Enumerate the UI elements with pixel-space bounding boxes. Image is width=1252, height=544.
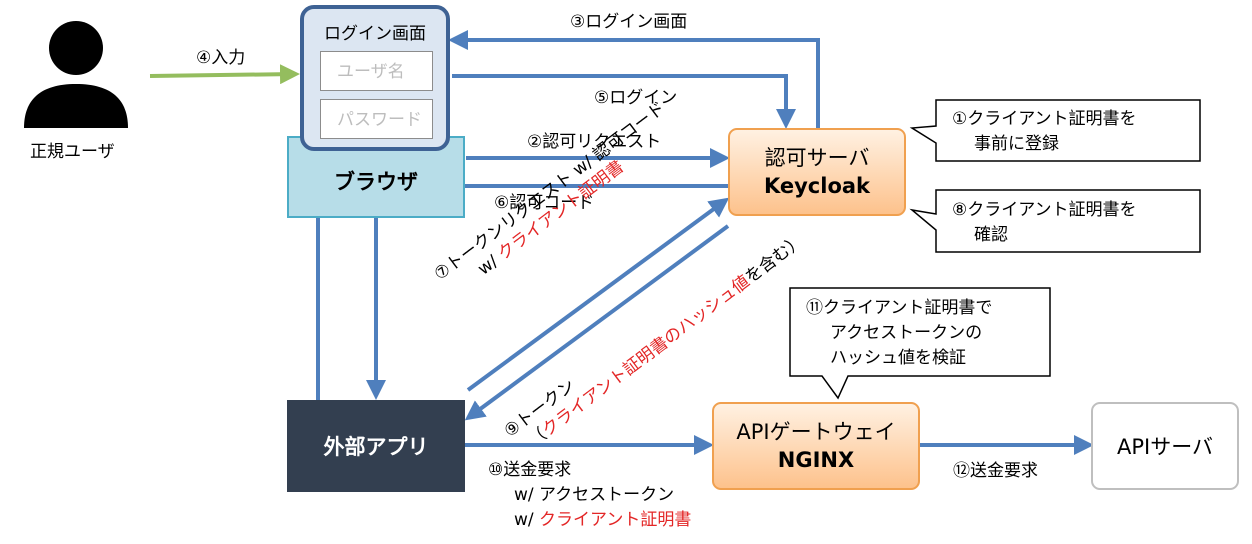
api-gateway-box: APIゲートウェイ NGINX <box>712 402 920 490</box>
arrow-login <box>452 74 796 129</box>
step-transfer-title: ⑩送金要求 <box>488 460 572 480</box>
callout-11-shape <box>789 287 1051 400</box>
step-input-label: ④入力 <box>196 48 246 68</box>
arrow-login-screen <box>448 30 820 128</box>
arrow-input <box>149 64 300 85</box>
step-auth-code-label: ⑥認可コード <box>494 193 595 213</box>
callout-11-line2: アクセストークンの <box>830 323 983 343</box>
step-transfer-sub1: w/ アクセストークン <box>514 485 675 505</box>
browser-label: ブラウザ <box>334 170 418 194</box>
step-transfer-sub2-cert: クライアント証明書 <box>539 510 692 530</box>
external-app-box: 外部アプリ <box>287 400 465 492</box>
auth-server-box: 認可サーバ Keycloak <box>728 128 906 216</box>
step-transfer-2-label: ⑫送金要求 <box>953 461 1038 481</box>
login-screen: ログイン画面 ユーザ名 パスワード <box>300 5 450 151</box>
auth-server-name: 認可サーバ <box>764 146 870 170</box>
step-auth-request-label: ②認可リクエスト <box>527 132 662 152</box>
api-gateway-product: NGINX <box>777 448 855 472</box>
callout-1-shape <box>909 99 1201 162</box>
arrow-token-request <box>466 197 730 392</box>
callout-8-line2: 確認 <box>974 225 1008 245</box>
step-transfer-sub2: w/ クライアント証明書 <box>514 510 691 530</box>
login-screen-title: ログイン画面 <box>324 24 426 44</box>
step-login-screen-label: ③ログイン画面 <box>570 12 688 32</box>
person-silhouette-icon <box>24 21 128 128</box>
password-field[interactable]: パスワード <box>320 99 433 139</box>
callout-8-shape <box>909 189 1201 253</box>
callout-1-line2: 事前に登録 <box>974 134 1059 154</box>
step-login-label: ⑤ログイン <box>594 88 678 108</box>
callout-11-line3: ハッシュ値を検証 <box>830 348 966 368</box>
callout-11-line1: ⑪クライアント証明書で <box>806 298 993 318</box>
api-server-label: APIサーバ <box>1116 435 1213 459</box>
user-label: 正規ユーザ <box>30 142 115 162</box>
auth-server-product: Keycloak <box>763 174 871 198</box>
username-field[interactable]: ユーザ名 <box>320 51 433 91</box>
external-app-label: 外部アプリ <box>323 435 429 459</box>
callout-1-line1: ①クライアント証明書を <box>952 109 1137 129</box>
step-transfer-sub2-prefix: w/ <box>514 510 540 530</box>
api-server-box: APIサーバ <box>1091 402 1239 490</box>
arrow-token <box>464 224 730 421</box>
api-gateway-name: APIゲートウェイ <box>736 420 896 444</box>
callout-8-line1: ⑧クライアント証明書を <box>952 200 1137 220</box>
